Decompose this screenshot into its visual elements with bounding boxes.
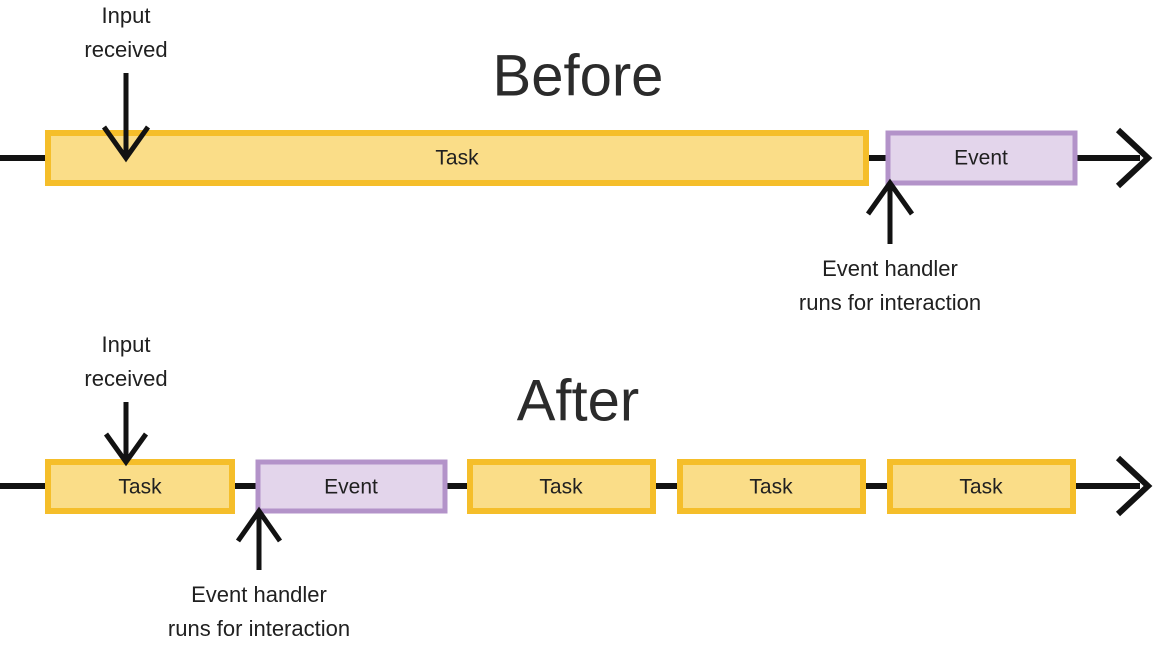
after-input-received-line2: received bbox=[84, 366, 167, 391]
after-block-task-2[interactable]: Task bbox=[467, 459, 656, 514]
before-annotation-input-received: Input received bbox=[84, 3, 168, 163]
after-event-rect bbox=[255, 459, 448, 514]
after-block-task-4[interactable]: Task bbox=[887, 459, 1076, 514]
after-block-task-3[interactable]: Task bbox=[677, 459, 866, 514]
after-event-handler-line2: runs for interaction bbox=[168, 616, 350, 641]
after-task-2-rect bbox=[467, 459, 656, 514]
after-task-1-label: Task bbox=[118, 476, 162, 499]
before-event-handler-line1: Event handler bbox=[822, 256, 958, 281]
before-input-received-line1: Input bbox=[102, 3, 151, 28]
after-task-1-rect bbox=[45, 459, 235, 514]
after-event-handler-line1: Event handler bbox=[191, 582, 327, 607]
before-event-handler-line2: runs for interaction bbox=[799, 290, 981, 315]
before-annotation-event-handler: Event handler runs for interaction bbox=[799, 178, 981, 315]
before-task-rect bbox=[45, 130, 869, 186]
before-input-received-line2: received bbox=[84, 37, 167, 62]
after-title: After bbox=[517, 368, 640, 433]
before-title: Before bbox=[493, 43, 664, 108]
before-event-rect bbox=[885, 130, 1078, 186]
before-event-handler-arrow-icon bbox=[865, 178, 915, 216]
after-task-2-label: Task bbox=[539, 476, 583, 499]
before-event-label: Event bbox=[954, 147, 1008, 170]
after-block-task-1[interactable]: Task bbox=[45, 459, 235, 514]
after-task-3-label: Task bbox=[749, 476, 793, 499]
after-annotation-input-received: Input received bbox=[84, 332, 168, 467]
after-timeline-arrowhead-icon bbox=[1115, 455, 1153, 517]
before-section: Before Task Event Input received bbox=[0, 3, 1153, 315]
before-block-event[interactable]: Event bbox=[885, 130, 1078, 186]
after-event-handler-arrow-icon bbox=[235, 506, 283, 543]
before-task-label: Task bbox=[435, 147, 479, 170]
after-input-received-arrow-icon bbox=[103, 432, 149, 467]
after-input-received-line1: Input bbox=[102, 332, 151, 357]
after-section: After Task Event Task bbox=[0, 332, 1153, 641]
after-task-4-rect bbox=[887, 459, 1076, 514]
before-timeline-arrowhead-icon bbox=[1115, 127, 1153, 189]
after-task-3-rect bbox=[677, 459, 866, 514]
before-block-task[interactable]: Task bbox=[45, 130, 869, 186]
before-input-received-arrow-icon bbox=[101, 125, 151, 163]
after-task-4-label: Task bbox=[959, 476, 1003, 499]
after-annotation-event-handler: Event handler runs for interaction bbox=[168, 506, 350, 641]
after-event-label: Event bbox=[324, 476, 378, 499]
after-block-event[interactable]: Event bbox=[255, 459, 448, 514]
